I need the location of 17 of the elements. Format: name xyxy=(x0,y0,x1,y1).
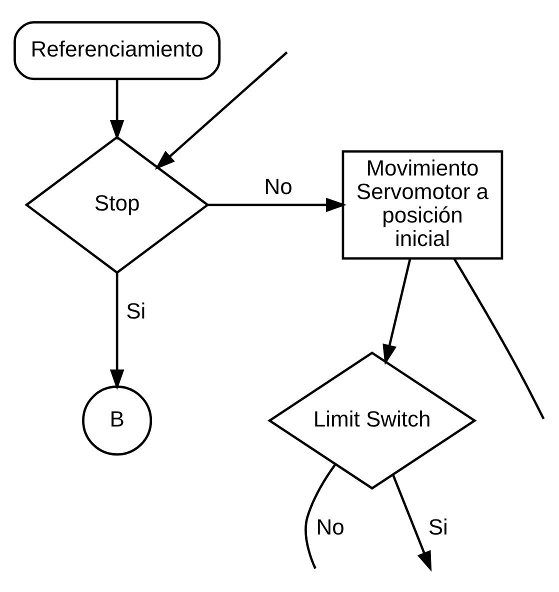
arrow xyxy=(110,79,124,141)
node-circle: B xyxy=(82,386,152,456)
connector xyxy=(304,464,336,569)
connector xyxy=(453,258,545,420)
node-diamond: Limit Switch xyxy=(267,351,477,490)
arrow xyxy=(208,198,346,212)
arrow xyxy=(154,51,288,170)
arrow xyxy=(382,258,412,366)
edge-label: Si xyxy=(428,514,448,540)
arrow xyxy=(392,474,432,572)
node-diamond: Stop xyxy=(24,136,210,274)
edge-label: No xyxy=(316,514,344,540)
node-box: Movimiento Servomotor a posición inicial xyxy=(342,150,504,260)
node-box: Referenciamiento xyxy=(14,21,221,80)
edge-label: Si xyxy=(126,298,146,324)
arrow xyxy=(110,273,124,390)
edge-label: No xyxy=(264,174,292,200)
